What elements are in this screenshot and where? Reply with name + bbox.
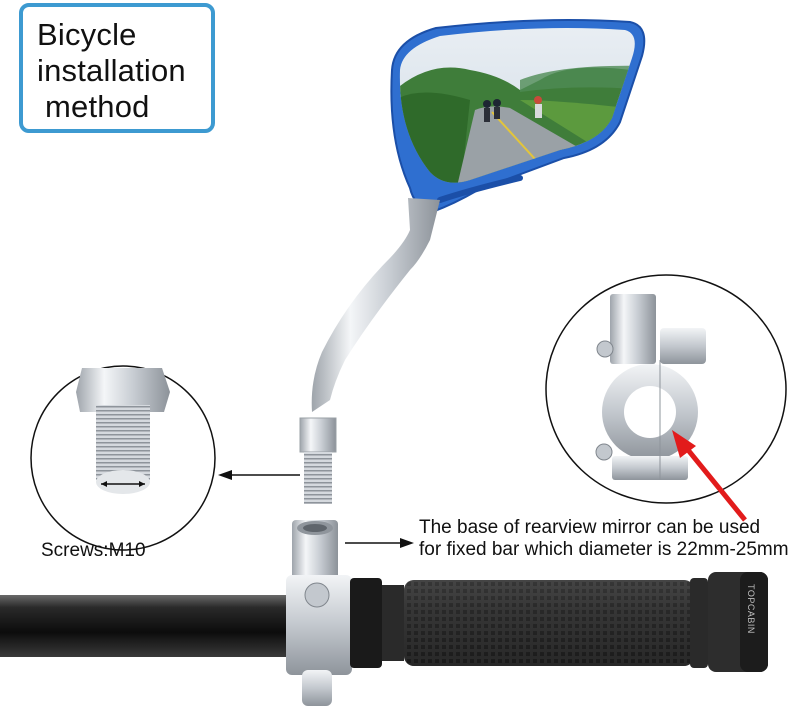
grip-brand-text: TOPCABIN (746, 584, 756, 634)
clamp-mount (286, 520, 352, 706)
mirror-stem (299, 198, 440, 504)
base-description: The base of rearview mirror can be used … (419, 517, 789, 561)
arrow-right-icon (400, 538, 414, 548)
title-box: Bicycle installation method (19, 3, 215, 133)
screw-detail-circle (30, 365, 216, 551)
red-arrow-icon (672, 430, 747, 522)
arrow-left-icon (218, 470, 232, 480)
handlebar-grip (350, 572, 768, 672)
handlebar (0, 595, 300, 657)
base-description-line-1: The base of rearview mirror can be used (419, 517, 761, 538)
title-line-1: Bicycle (37, 17, 137, 52)
base-description-line-2: for fixed bar which diameter is 22mm-25m… (419, 539, 789, 560)
mirror-head (390, 19, 646, 214)
screws-label: Screws:M10 (41, 540, 146, 561)
clamp-detail-circle (545, 274, 787, 504)
title-line-3: method (45, 89, 150, 124)
title-line-2: installation (37, 53, 186, 88)
